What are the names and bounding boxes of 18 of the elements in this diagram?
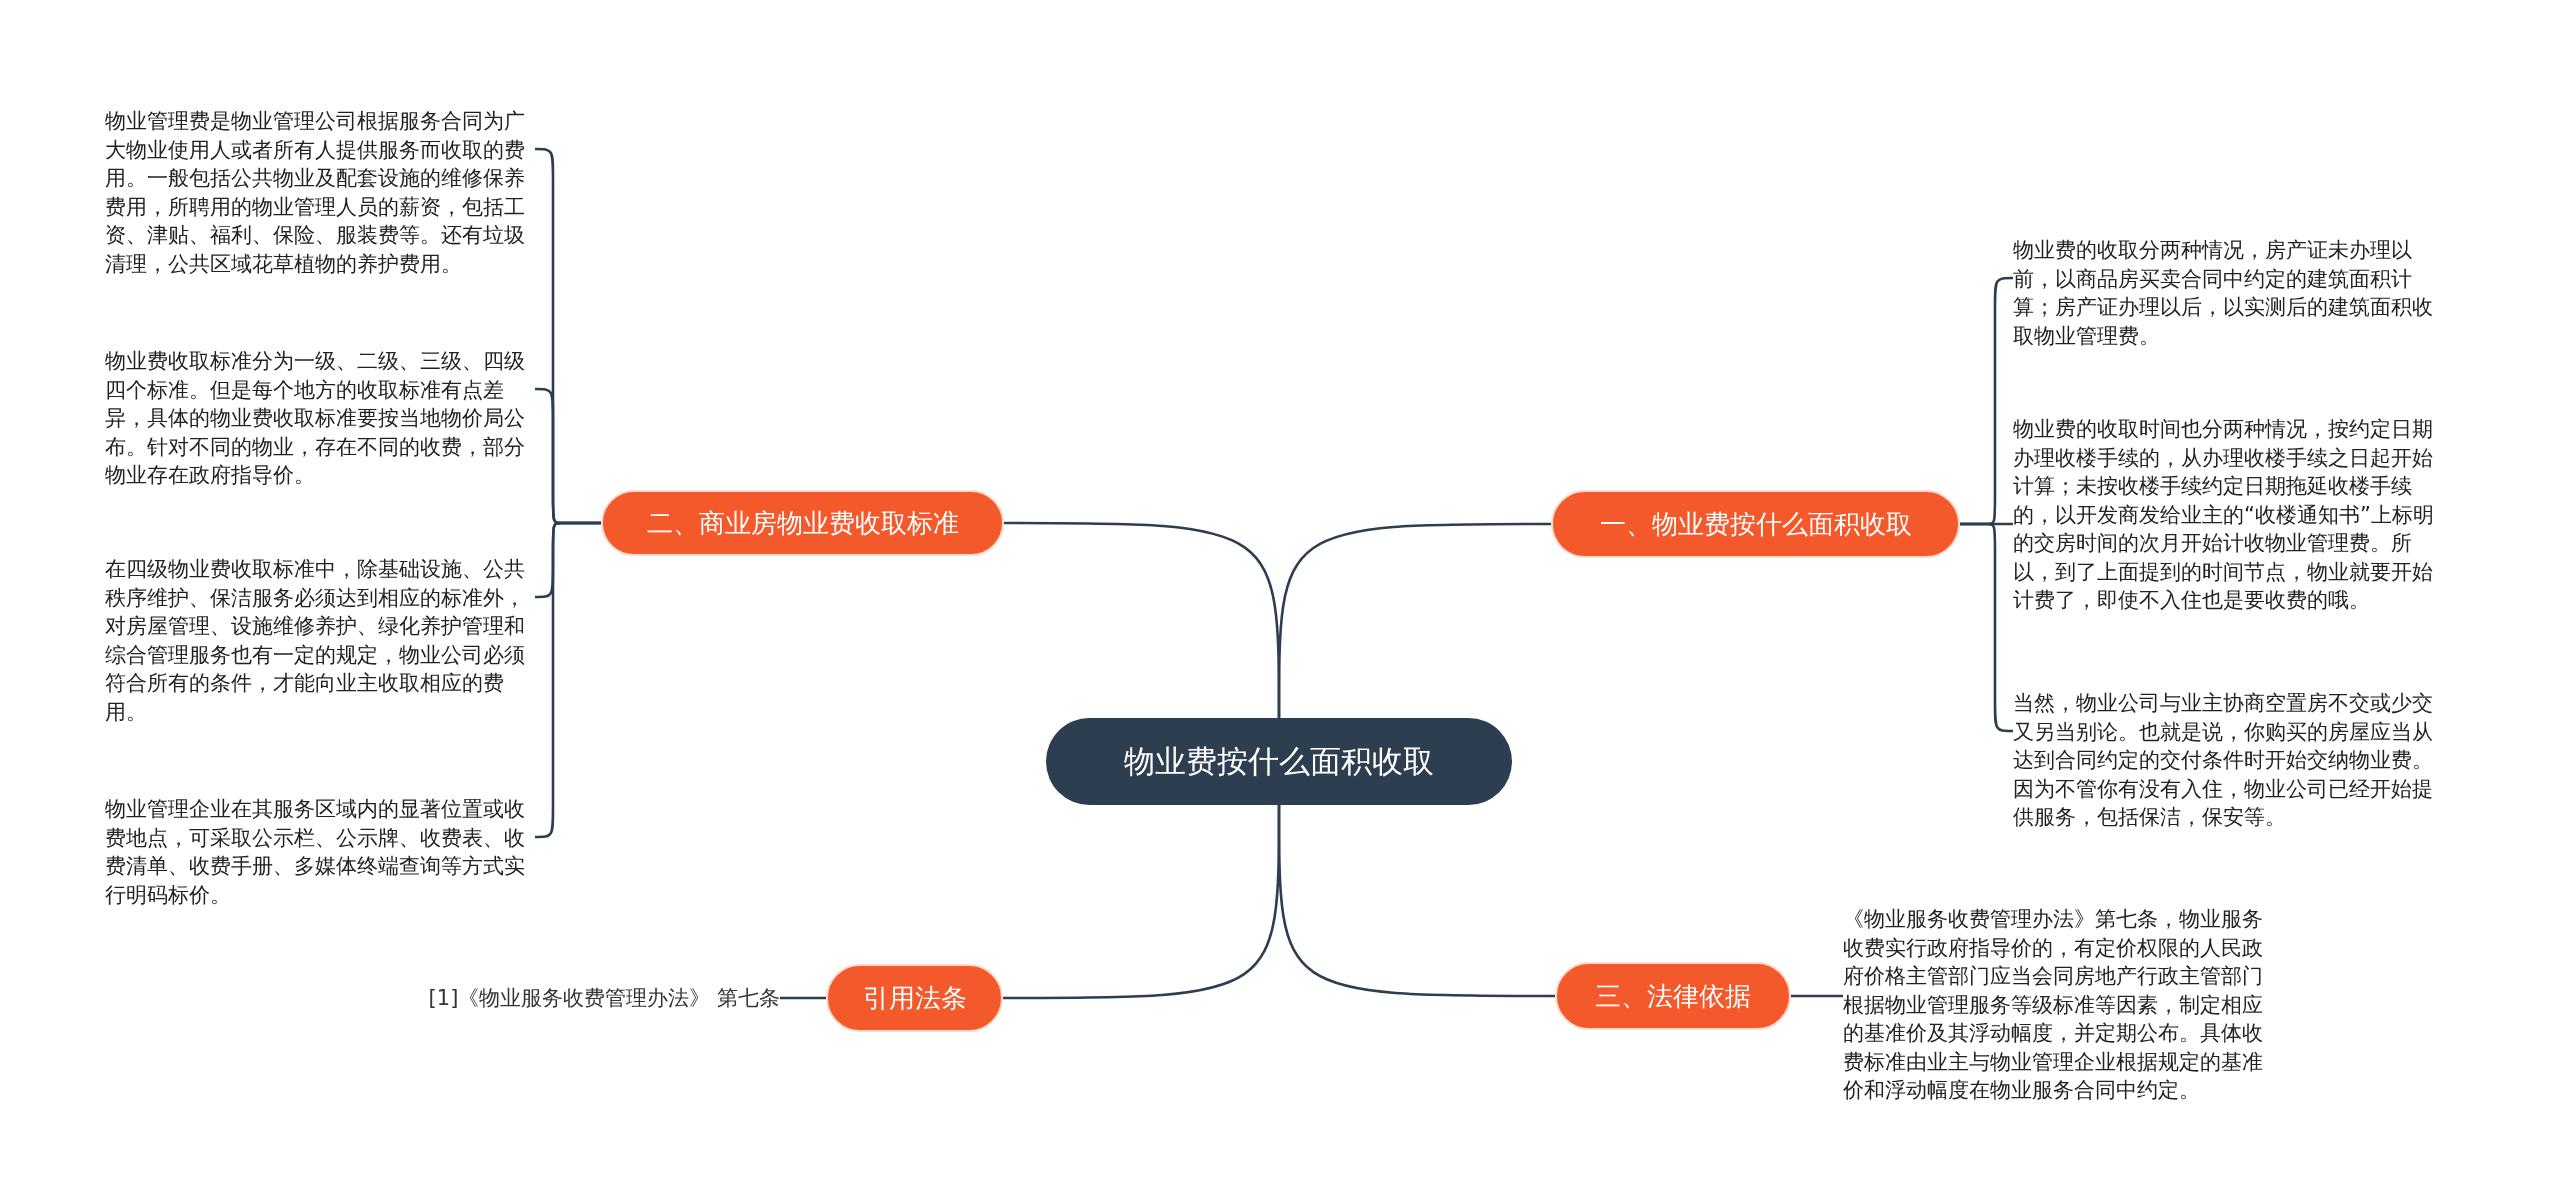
note-text: 《物业服务收费管理办法》第七条，物业服务收费实行政府指导价的，有定价权限的人民政府价格主管部门应当会同房地产行政主管部门根据物业管理服务等级标准等因素，制定相应的基准价及其浮动幅度，并定期公布。具体收费标准由业主与物业管理企业根据规定的基准价和浮动幅度在物业服务合同中约定。 xyxy=(1843,905,2273,1105)
note-text: 物业管理企业在其服务区域内的显著位置或收费地点，可采取公示栏、公示牌、收费表、收费清单、收费手册、多媒体终端查询等方式实行明码标价。 xyxy=(105,795,535,909)
reference-text: [1]《物业服务收费管理办法》 第七条 xyxy=(400,982,780,1016)
connector-line xyxy=(1004,521,1281,718)
note-text: 物业费的收取时间也分两种情况，按约定日期办理收楼手续的，从办理收楼手续之日起开始计算；未按收楼手续约定日期拖延收楼手续的，以开发商发给业主的“收楼通知书”上标明的交房时间的次月开始计收物业管理费。所以，到了上面提到的时间节点，物业就要开始计费了，即使不入住也是要收费的哦。 xyxy=(2013,415,2443,615)
connector-line xyxy=(1791,994,1843,998)
note-text: 当然，物业公司与业主协商空置房不交或少交又另当别论。也就是说，你购买的房屋应当从达到合同约定的交付条件时开始交纳物业费。因为不管你有没有入住，物业公司已经开始提供服务，包括保洁，保安等。 xyxy=(2013,689,2443,832)
note-text: 物业费收取标准分为一级、二级、三级、四级四个标准。但是每个地方的收取标准有点差异，具体的物业费收取标准要按当地物价局公布。针对不同的物业，存在不同的收费，部分物业存在政府指导价。 xyxy=(105,347,535,490)
central-topic: 物业费按什么面积收取 xyxy=(1046,718,1512,805)
note-text: 在四级物业费收取标准中，除基础设施、公共秩序维护、保洁服务必须达到相应的标准外，对房屋管理、设施维修养护、绿化养护管理和综合管理服务也有一定的规定，物业公司必须符合所有的条件，才能向业主收取相应的费用。 xyxy=(105,555,535,726)
connector-line xyxy=(780,996,826,1000)
note-text: 物业费的收取分两种情况，房产证未办理以前，以商品房买卖合同中约定的建筑面积计算；房产证办理以后，以实测后的建筑面积收取物业管理费。 xyxy=(2013,236,2443,350)
topic-pill: 一、物业费按什么面积收取 xyxy=(1551,490,1960,558)
connector-line xyxy=(1003,805,1281,1000)
topic-pill: 引用法条 xyxy=(826,964,1003,1032)
topic-pill: 二、商业房物业费收取标准 xyxy=(601,490,1004,556)
note-text: 物业管理费是物业管理公司根据服务合同为广大物业使用人或者所有人提供服务而收取的费用。一般包括公共物业及配套设施的维修保养费用，所聘用的物业管理人员的薪资，包括工资、津贴、福利、保险、服装费等。还有垃圾清理，公共区域花草植物的养护费用。 xyxy=(105,107,535,278)
topic-pill: 三、法律依据 xyxy=(1555,962,1791,1030)
